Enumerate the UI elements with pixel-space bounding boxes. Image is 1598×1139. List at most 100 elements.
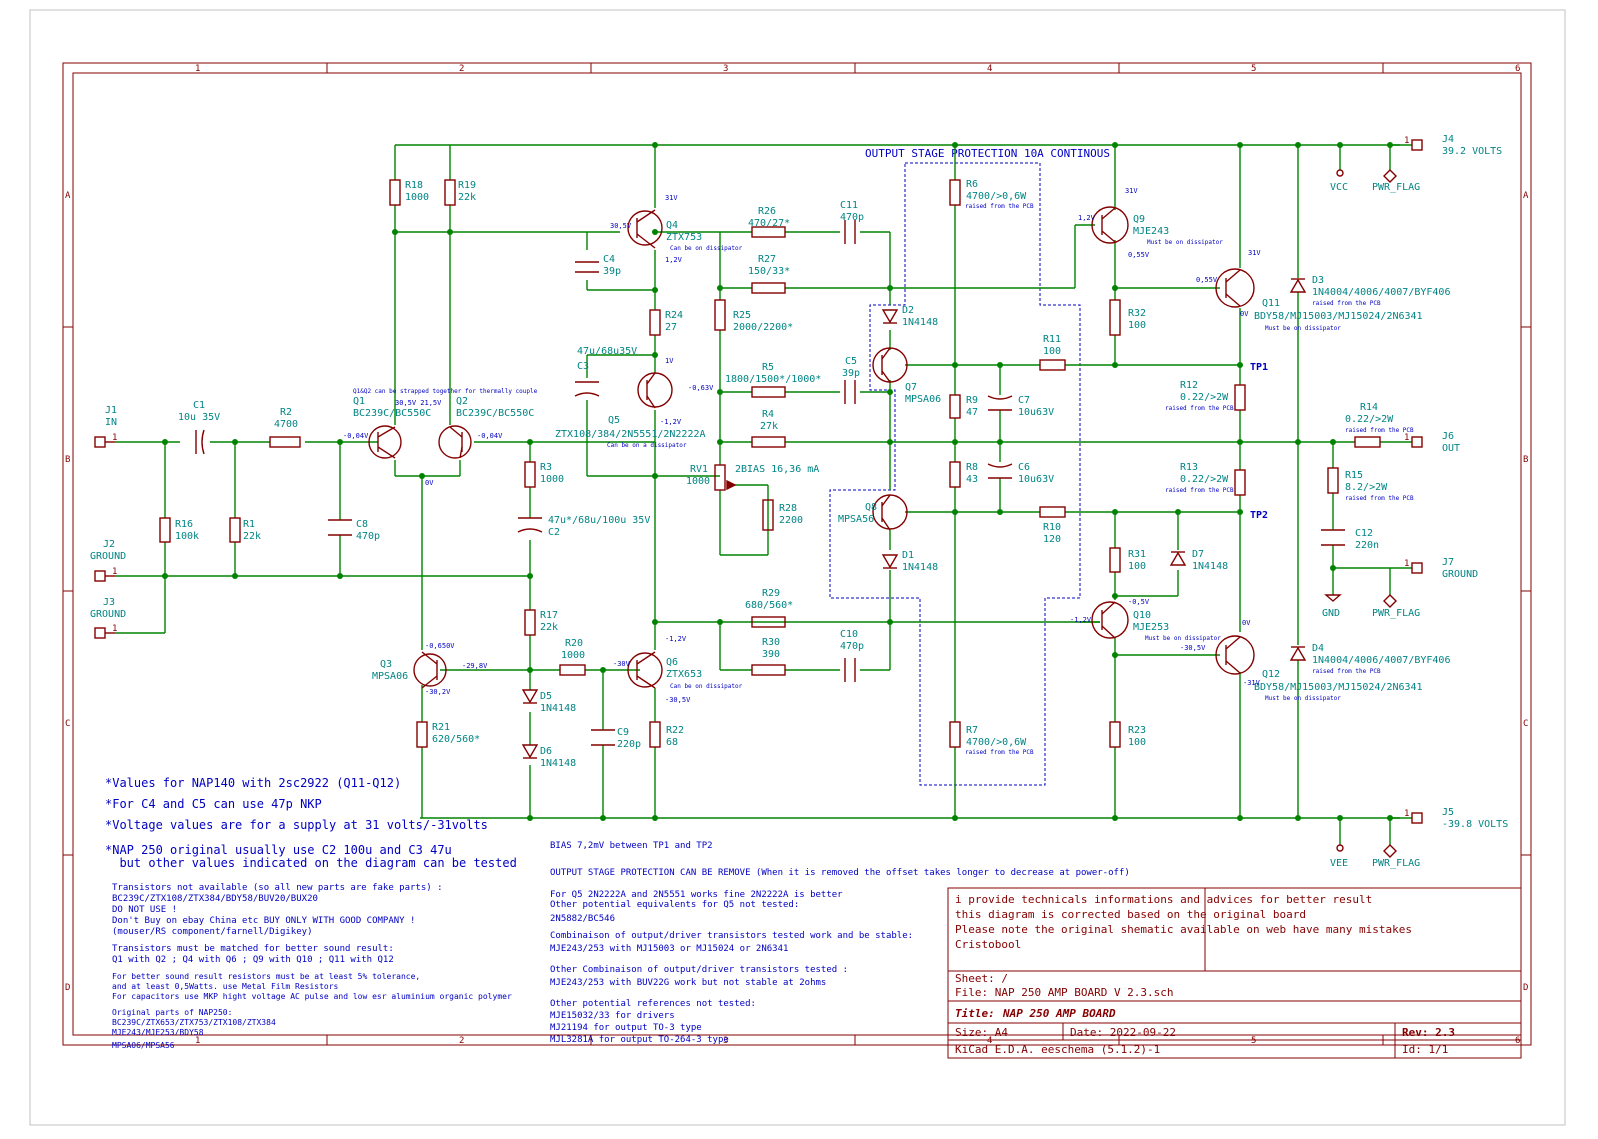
svg-text:D: D [1523,983,1528,993]
svg-text:R27: R27 [758,254,776,265]
svg-text:1000: 1000 [540,474,564,485]
svg-text:BIAS 7,2mV between TP1 and TP2: BIAS 7,2mV between TP1 and TP2 [550,841,713,851]
svg-text:8.2/>2W: 8.2/>2W [1345,482,1388,493]
svg-text:Q7: Q7 [905,382,917,393]
svg-text:Q2: Q2 [456,396,468,407]
svg-text:GND: GND [1322,608,1340,619]
junctions [162,142,1393,821]
svg-text:BC239C/BC550C: BC239C/BC550C [456,408,534,419]
svg-text:D3: D3 [1312,275,1324,286]
svg-text:Id: 1/1: Id: 1/1 [1402,1043,1448,1056]
svg-text:1: 1 [1404,559,1409,569]
svg-text:R24: R24 [665,310,683,321]
power-symbols [1324,169,1397,858]
svg-text:R9: R9 [966,395,978,406]
svg-text:raised from the PCB: raised from the PCB [1345,495,1414,502]
svg-text:1: 1 [1404,809,1409,819]
svg-text:MJE15032/33 for drivers: MJE15032/33 for drivers [550,1011,675,1021]
svg-text:raised from the PCB: raised from the PCB [1345,427,1414,434]
svg-text:27: 27 [665,322,677,333]
svg-text:For Q5 2N2222A and 2N5551 work: For Q5 2N2222A and 2N5551 works fine 2N2… [550,890,843,900]
svg-text:MJE243/253 with BUV22G work bu: MJE243/253 with BUV22G work but not stab… [550,978,826,988]
svg-text:22k: 22k [243,531,261,542]
voltage-annotations: -0,04V 30,5V 21,5V -0,04V 0V -0,650V -29… [343,187,1261,704]
svg-text:A: A [65,191,71,201]
j1-name: IN [105,417,117,428]
svg-text:0V: 0V [425,479,434,487]
svg-text:470/27*: 470/27* [748,218,790,229]
svg-text:100: 100 [1128,320,1146,331]
svg-text:30,5V 21,5V: 30,5V 21,5V [395,399,442,407]
svg-text:680/560*: 680/560* [745,600,793,611]
svg-text:22k: 22k [540,622,558,633]
svg-text:Rev: 2.3: Rev: 2.3 [1402,1026,1455,1039]
svg-text:Combinaison of output/driver t: Combinaison of output/driver transistors… [550,931,913,941]
svg-text:but other values indicated on: but other values indicated on the diagra… [105,856,517,870]
svg-text:R5: R5 [762,362,774,373]
svg-text:D2: D2 [902,305,914,316]
svg-text:B: B [65,455,70,465]
svg-text:47u*/68u/100u 35V: 47u*/68u/100u 35V [548,515,650,526]
svg-text:ZTX108/384/2N5551/2N2222A: ZTX108/384/2N5551/2N2222A [555,429,706,440]
svg-text:TP1: TP1 [1250,362,1268,373]
svg-text:C3: C3 [577,361,589,372]
svg-text:4: 4 [987,1036,992,1046]
svg-text:1N4004/4006/4007/BYF406: 1N4004/4006/4007/BYF406 [1312,287,1450,298]
svg-text:For better sound result resist: For better sound result resistors must b… [112,972,420,981]
svg-text:raised from the PCB: raised from the PCB [1312,300,1381,307]
svg-text:-29,8V: -29,8V [462,662,488,670]
svg-text:4700/>0,6W: 4700/>0,6W [966,737,1027,748]
svg-text:GROUND: GROUND [1442,569,1478,580]
svg-text:1,2V: 1,2V [1078,214,1096,222]
svg-text:BC239C/ZTX108/ZTX384/BDY58/BUV: BC239C/ZTX108/ZTX384/BDY58/BUV20/BUX20 [112,894,318,904]
svg-text:R12: R12 [1180,380,1198,391]
svg-text:(mouser/RS component/farnell/D: (mouser/RS component/farnell/Digikey) [112,927,312,937]
svg-text:1N4148: 1N4148 [1192,561,1228,572]
svg-text:raised from the PCB: raised from the PCB [1312,668,1381,675]
svg-text:J3: J3 [103,597,115,608]
svg-text:D: D [65,983,70,993]
svg-text:BC239C/BC550C: BC239C/BC550C [353,408,431,419]
wires [115,144,1412,845]
svg-text:RV1: RV1 [690,464,708,475]
svg-text:C2: C2 [548,527,560,538]
svg-text:47u/68u35V: 47u/68u35V [577,346,637,357]
svg-text:D5: D5 [540,691,552,702]
svg-text:1: 1 [1404,433,1409,443]
svg-text:1N4148: 1N4148 [902,317,938,328]
svg-text:1N4004/4006/4007/BYF406: 1N4004/4006/4007/BYF406 [1312,655,1450,666]
svg-text:Sheet: /: Sheet: / [955,972,1008,985]
svg-text:1: 1 [195,64,200,74]
svg-text:Title:: Title: [955,1007,995,1020]
notes-parts: Transistors not available (so all new pa… [112,883,512,1050]
svg-text:-31V: -31V [1243,679,1261,687]
svg-text:-30,5V: -30,5V [665,696,691,704]
svg-text:2200: 2200 [779,515,803,526]
svg-text:470p: 470p [356,531,380,542]
svg-text:ZTX753: ZTX753 [666,232,702,243]
svg-text:150/33*: 150/33* [748,266,790,277]
svg-text:39p: 39p [842,368,860,379]
svg-text:6: 6 [1515,64,1520,74]
protection-box [829,162,1081,786]
svg-text:22k: 22k [458,192,476,203]
svg-text:For capacitors use MKP hight v: For capacitors use MKP hight voltage AC … [112,992,512,1001]
svg-text:6: 6 [1515,1036,1520,1046]
svg-text:-30V: -30V [613,660,631,668]
svg-text:120: 120 [1043,534,1061,545]
svg-text:-30,2V: -30,2V [425,688,451,696]
svg-text:R25: R25 [733,310,751,321]
svg-text:39.2 VOLTS: 39.2 VOLTS [1442,146,1502,157]
svg-text:i provide technicals informati: i provide technicals informations and ad… [955,893,1372,906]
svg-text:DO NOT USE !: DO NOT USE ! [112,905,177,915]
svg-text:J4: J4 [1442,134,1454,145]
svg-text:R31: R31 [1128,549,1146,560]
svg-text:R18: R18 [405,180,423,191]
svg-text:Q1: Q1 [353,396,365,407]
svg-text:0.22/>2W: 0.22/>2W [1345,414,1394,425]
svg-text:R13: R13 [1180,462,1198,473]
rv1-potentiometer [726,479,737,491]
svg-text:C6: C6 [1018,462,1030,473]
svg-text:PWR_FLAG: PWR_FLAG [1372,858,1420,869]
svg-text:-30,5V: -30,5V [1180,644,1206,652]
